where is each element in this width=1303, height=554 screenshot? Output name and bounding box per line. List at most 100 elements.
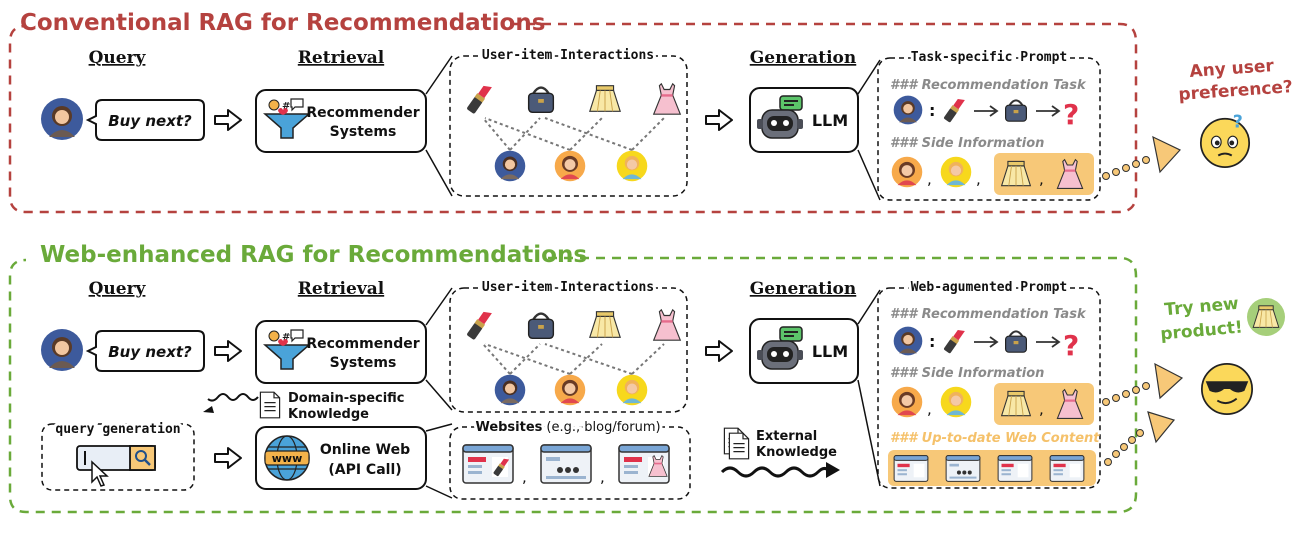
online-web-line2: (API Call) [328,462,401,478]
squiggle-arrowhead [203,406,214,413]
zoom-line [425,55,453,197]
arrow-right-icon [214,109,242,131]
domain-knowledge-line2: Knowledge [288,407,369,422]
website-thumbnail [945,455,981,482]
arrow-right-icon [705,109,733,131]
documents-icon [728,432,750,460]
websites-title: Websites (e.g., blog/forum) [475,420,660,435]
prompt-colon: : [929,332,935,351]
query-generation-panel: query generation [41,419,195,491]
recommender-label-line1: Recommender [306,336,419,352]
arrow-small [974,336,999,348]
interactions-panel: User-item Interactions [449,277,688,413]
arrow-right-icon [214,340,242,362]
prompt-panel: Task-specific Prompt ### Recommendation … [857,47,1101,201]
llm-label: LLM [812,111,848,130]
callout-note-line1: Any user [1189,56,1275,82]
recommender-label-line2: Systems [330,355,397,371]
side-avatar-yellow [940,156,972,188]
squiggle-arrow [720,466,830,478]
prompt-title: Task-specific Prompt [911,50,1068,65]
websites-title-bold: Websites [475,420,542,435]
conventional-section: Conventional RAG for Recommendations Que… [8,10,1293,214]
interaction-edges [482,117,665,151]
arrow-right-icon [214,447,242,469]
side-avatar-orange [891,386,923,418]
website-thumbnail [1049,455,1085,482]
retrieval-heading: Retrieval [298,279,385,299]
llm-label: LLM [812,342,848,361]
prompt-web-heading: ### Up-to-date Web Content [890,431,1100,446]
preference-callout: Any user preference? [1102,56,1293,180]
websites-comma: , [522,468,527,486]
query-heading: Query [89,279,147,299]
external-knowledge-line2: Knowledge [756,445,837,460]
user-avatar-1 [494,150,526,182]
arrow-small [1036,336,1061,348]
user-avatar-1 [494,374,526,406]
callout-note-line1: Try new [1164,294,1240,320]
side-avatar-orange [891,156,923,188]
side-comma: , [976,170,981,188]
retrieval-heading: Retrieval [298,48,385,68]
generation-heading: Generation [750,48,857,68]
prompt-colon: : [929,101,935,120]
side-comma: , [927,400,932,418]
query-user-avatar [41,329,83,371]
query-heading: Query [89,48,147,68]
conventional-frame [8,22,1138,214]
search-icon [135,450,147,462]
document-icon [259,391,281,419]
domain-knowledge-line1: Domain-specific [288,391,405,406]
generation-heading: Generation [750,279,857,299]
online-web-box: www Online Web (API Call) [255,426,427,490]
interactions-title: User-item Interactions [482,280,654,295]
interactions-panel: User-item Interactions [449,45,688,197]
prompt-user-avatar [893,326,923,356]
cursor-icon [91,460,109,487]
query-user-avatar [41,98,83,140]
recommender-box: Recommender Systems [255,89,427,153]
external-knowledge-line1: External [756,429,817,444]
confused-face-icon [1199,112,1251,169]
prompt-panel: Web-agumented Prompt ### Recommendation … [857,277,1101,489]
user-avatar-2 [554,374,586,406]
recommender-label-line2: Systems [330,124,397,140]
website-thumbnail [997,455,1033,482]
user-avatar-2 [554,150,586,182]
callout-note-line2: product! [1160,317,1244,344]
conventional-title: Conventional RAG for Recommendations [20,10,545,36]
user-avatar-3 [616,150,648,182]
arrow-small [974,105,999,117]
question-mark-icon: ? [1063,329,1079,362]
website-thumbnail [540,444,592,484]
squiggle-arrow [207,393,259,402]
websites-panel: Websites(e.g., blog/forum) , , [449,417,691,500]
user-avatar-3 [616,374,648,406]
prompt-task-heading: ### Recommendation Task [890,78,1087,93]
prompt-user-avatar [893,95,923,125]
query-bubble: Buy next? [85,99,205,141]
web-title: Web-enhanced RAG for Recommendations [40,242,587,268]
zoom-line [425,287,453,411]
arrow-right-icon [705,340,733,362]
prompt-side-heading: ### Side Information [890,366,1044,381]
llm-box: LLM [749,87,859,153]
query-bubble-text: Buy next? [108,343,192,361]
web-content-highlight [888,450,1096,486]
www-label: www [272,452,303,465]
web-section: Web-enhanced RAG for Recommendations Que… [8,242,1285,514]
side-avatar-yellow [940,386,972,418]
question-mark-icon: ? [1063,98,1079,131]
online-web-line1: Online Web [320,442,410,458]
query-generation-label: query generation [55,422,180,437]
recommender-box: Recommender Systems [255,320,427,384]
interactions-title: User-item Interactions [482,48,654,63]
zoom-line [425,423,453,499]
websites-title-rest: (e.g., blog/forum) [546,420,660,435]
side-comma: , [927,170,932,188]
prompt-task-heading: ### Recommendation Task [890,307,1087,322]
website-thumbnail [893,455,929,482]
recommender-label-line1: Recommender [306,105,419,121]
